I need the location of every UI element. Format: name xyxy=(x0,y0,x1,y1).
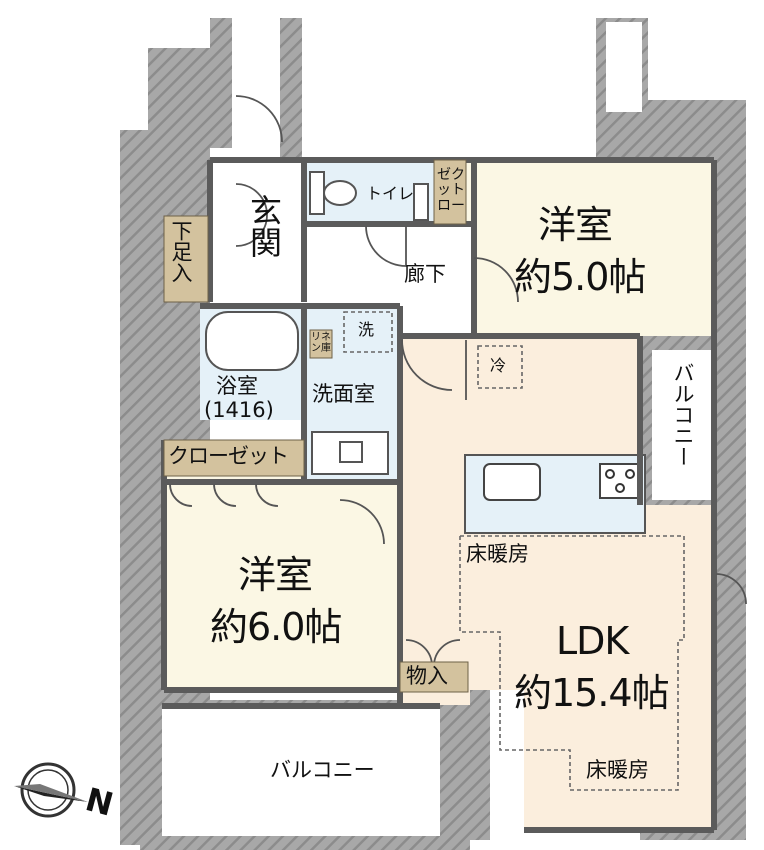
washer-label: 洗 xyxy=(358,320,375,339)
side-balcony-label: バルコニー xyxy=(671,362,695,467)
closet-label: クローゼット xyxy=(168,444,289,468)
fridge-label: 冷 xyxy=(490,356,507,375)
storage-tags xyxy=(163,159,469,693)
bedroom1-size: 約5.0帖 xyxy=(514,255,646,299)
kitchen-counter xyxy=(464,454,646,534)
doors xyxy=(169,95,747,667)
linen-label: リネ ン庫 xyxy=(311,332,331,354)
ldk-name: LDK xyxy=(556,619,629,663)
closet-small-label: ゼク ット ロー xyxy=(437,167,465,214)
dashed-markers xyxy=(343,311,685,791)
floor-heating-1-label: 床暖房 xyxy=(466,542,529,566)
closet-small-line-1: ゼク xyxy=(437,167,465,183)
linen-line-1: リネ xyxy=(311,332,331,343)
ldk-size: 約15.4帖 xyxy=(514,671,670,715)
linen-line-2: ン庫 xyxy=(311,342,331,354)
bath-name: 浴室 xyxy=(216,374,258,398)
bath-size: (1416) xyxy=(204,398,274,422)
shoe-closet-label: 下足入 xyxy=(169,220,193,283)
closet-small-line-2: ット xyxy=(437,182,465,199)
bedroom2-name: 洋室 xyxy=(238,553,313,597)
closet-small-line-3: ロー xyxy=(437,197,465,214)
hallway-label: 廊下 xyxy=(404,262,446,286)
toilet-label: トイレ xyxy=(366,184,415,203)
washroom-label: 洗面室 xyxy=(312,382,375,406)
bedroom1-name: 洋室 xyxy=(538,203,613,247)
entrance-label: 玄関 xyxy=(245,194,283,258)
compass-icon xyxy=(14,762,88,818)
storage-label: 物入 xyxy=(406,664,448,688)
balcony-label: バルコニー xyxy=(270,758,375,782)
fixtures xyxy=(205,171,429,475)
bedroom2-size: 約6.0帖 xyxy=(210,605,342,649)
floor-heating-2-label: 床暖房 xyxy=(586,758,649,782)
